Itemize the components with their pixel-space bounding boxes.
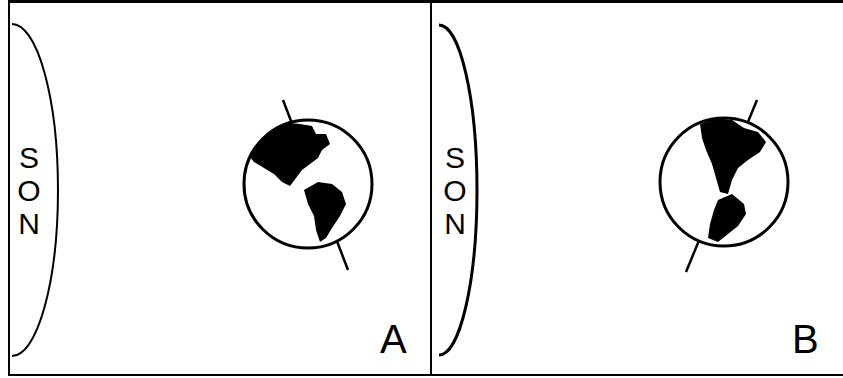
panel-frame: B SON [430, 0, 843, 376]
sun-arc [439, 25, 477, 355]
sun-shape: SON [436, 22, 480, 358]
sun-arc [12, 24, 58, 356]
sun-shape: SON [10, 22, 60, 358]
panel-frame: A SON [8, 0, 432, 376]
panel-letter: B [792, 319, 819, 359]
earth-b [660, 100, 788, 272]
panel-letter: A [380, 319, 407, 359]
earth-a [244, 100, 372, 270]
sun-label: SON [14, 141, 44, 240]
sun-label: SON [440, 141, 470, 240]
